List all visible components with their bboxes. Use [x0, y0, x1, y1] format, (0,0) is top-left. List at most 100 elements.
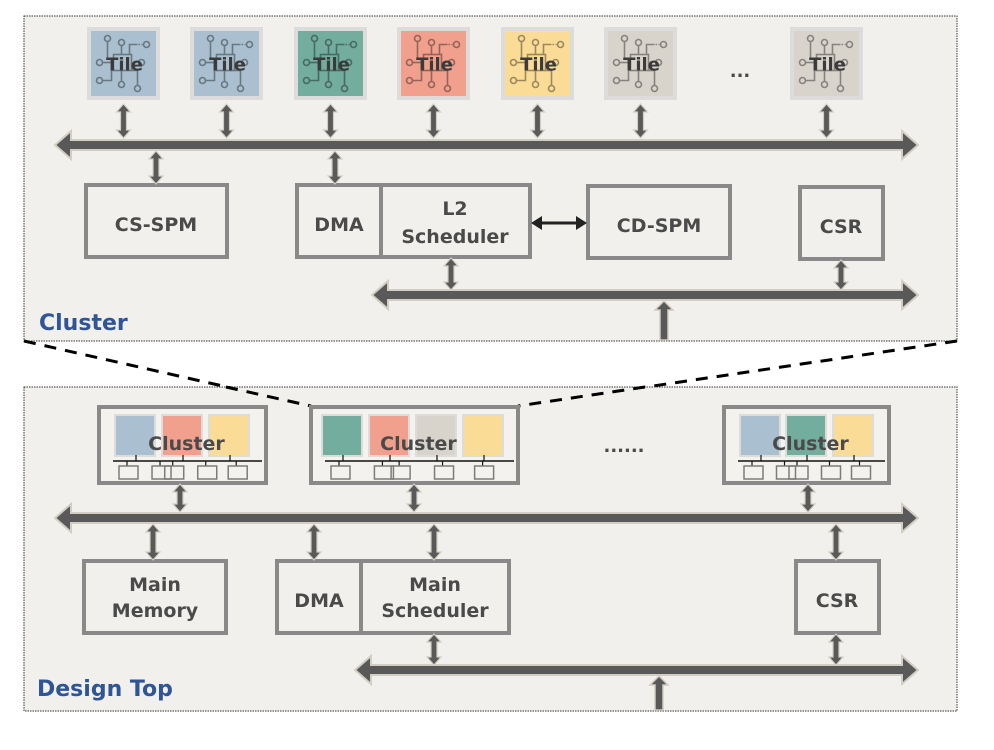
design-top-main-bus — [53, 501, 920, 535]
tile-bus-arrow — [425, 103, 442, 139]
zoom-line-left — [23, 339, 312, 408]
tile-6: Tile — [604, 27, 677, 100]
mini-tile — [370, 416, 408, 455]
zoom-line-right — [517, 339, 958, 408]
mini-block — [433, 465, 455, 480]
top-csr-bus-arrow — [827, 523, 845, 561]
cluster-config-input-arrow — [653, 299, 675, 341]
mini-tile — [163, 416, 201, 455]
mini-block — [473, 465, 495, 480]
tile-bus-arrow — [322, 103, 339, 139]
top-csr-config-arrow — [827, 633, 845, 666]
cs-spm-bus-arrow — [147, 150, 165, 185]
mini-block — [788, 465, 809, 480]
tile-bus-arrow — [218, 103, 235, 139]
cluster2-bus-arrow — [405, 483, 423, 513]
tile-4: Tile — [397, 27, 470, 100]
tile-label: Tile — [416, 55, 453, 76]
mini-block — [330, 465, 351, 480]
cluster-label: Cluster — [772, 433, 849, 455]
tile-bus-arrow — [818, 103, 835, 139]
design-top-config-bus — [353, 653, 920, 687]
main-memory-block: Main Memory — [82, 559, 228, 635]
mini-tile — [116, 416, 154, 455]
main-memory-label-line1: Main — [129, 574, 181, 596]
top-dma-label: DMA — [294, 590, 344, 612]
top-csr-block: CSR — [794, 559, 881, 635]
cluster-csr-label: CSR — [820, 216, 863, 238]
dma-bus-arrow — [326, 150, 344, 185]
mini-tile — [210, 416, 248, 455]
tile-label: Tile — [313, 55, 350, 76]
cluster-config-bus — [370, 278, 920, 312]
cluster-label: Cluster — [380, 433, 457, 455]
cluster-panel-title: Cluster — [39, 311, 128, 336]
mini-block — [820, 465, 842, 480]
mini-block — [743, 465, 764, 480]
cluster-label: Cluster — [148, 433, 225, 455]
mini-tile — [741, 416, 779, 455]
main-scheduler-label-line1: Main — [409, 574, 461, 596]
cd-spm-block: CD-SPM — [586, 184, 732, 260]
mini-block — [227, 465, 248, 480]
mini-block — [196, 465, 218, 480]
mini-block — [775, 465, 797, 480]
cs-spm-label: CS-SPM — [115, 214, 197, 236]
main-memory-label-line2: Memory — [112, 600, 199, 622]
l2-cdspm-link-arrow — [531, 216, 587, 230]
cluster-3: Cluster — [722, 405, 891, 485]
cluster-tile-bus — [53, 128, 920, 162]
l2-scheduler-label-line1: L2 — [442, 198, 467, 220]
csr-config-arrow — [832, 259, 850, 291]
cluster1-bus-arrow — [171, 483, 189, 513]
mini-block — [390, 465, 411, 480]
mini-block — [163, 465, 185, 480]
l2-scheduler-block: L2 Scheduler — [379, 183, 532, 259]
mini-block — [118, 465, 139, 480]
tile-2: Tile — [190, 27, 263, 100]
clusters-ellipsis: ...... — [603, 436, 644, 457]
tile-label: Tile — [520, 55, 557, 76]
cs-spm-block: CS-SPM — [84, 183, 229, 259]
mini-tile — [323, 416, 361, 455]
main-scheduler-label-line2: Scheduler — [381, 600, 489, 622]
tile-label: Tile — [809, 55, 846, 76]
cluster-2: Cluster — [309, 405, 520, 485]
l2-scheduler-config-arrow — [442, 257, 460, 291]
mini-block — [850, 465, 872, 480]
cd-spm-label: CD-SPM — [617, 215, 701, 237]
cluster-dma-label: DMA — [314, 214, 364, 236]
tile-3: Tile — [294, 27, 367, 100]
main-memory-bus-arrow — [144, 523, 162, 561]
mini-tile — [417, 416, 455, 455]
main-scheduler-block: Main Scheduler — [359, 559, 511, 635]
tiles-ellipsis: ... — [730, 61, 751, 82]
tile-bus-arrow — [529, 103, 546, 139]
main-scheduler-bus-arrow — [425, 523, 443, 561]
main-scheduler-config-arrow — [425, 633, 443, 666]
l2-scheduler-label-line2: Scheduler — [401, 226, 509, 248]
cluster3-bus-arrow — [799, 483, 817, 513]
cluster-csr-block: CSR — [798, 185, 885, 261]
top-dma-bus-arrow — [305, 523, 323, 561]
tile-7: Tile — [790, 27, 863, 100]
mini-block — [151, 465, 172, 480]
cluster-1: Cluster — [97, 405, 268, 485]
mini-tile — [464, 416, 502, 455]
design-top-panel-title: Design Top — [37, 677, 173, 702]
mini-block — [373, 465, 395, 480]
tile-5: Tile — [501, 27, 574, 100]
zoom-line-left-inner — [225, 385, 312, 408]
tile-bus-arrow — [115, 103, 132, 139]
top-config-input-arrow — [648, 674, 670, 711]
zoom-line-right-inner — [517, 385, 646, 408]
tile-label: Tile — [209, 55, 246, 76]
tile-label: Tile — [106, 55, 143, 76]
tile-bus-arrow — [632, 103, 649, 139]
mini-tile — [834, 416, 872, 455]
top-csr-label: CSR — [816, 590, 859, 612]
tile-1: Tile — [87, 27, 160, 100]
tile-label: Tile — [623, 55, 660, 76]
mini-tile — [787, 416, 825, 455]
